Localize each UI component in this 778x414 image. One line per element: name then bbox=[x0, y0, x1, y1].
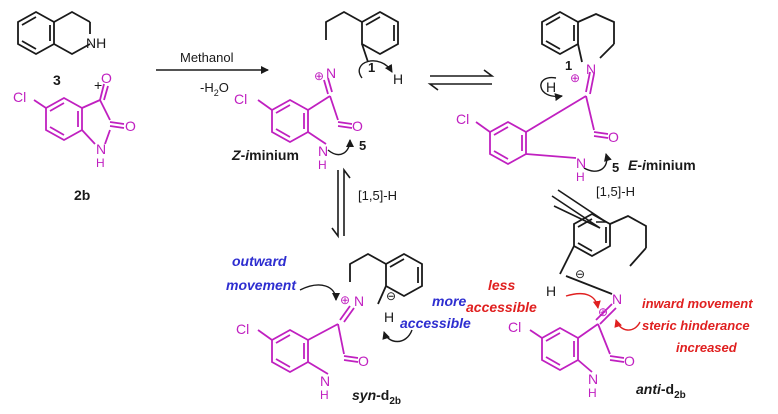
e-iminium-o: O bbox=[608, 129, 619, 145]
z-iminium-n: N bbox=[326, 65, 336, 81]
anti-nh-n: N bbox=[588, 371, 598, 387]
syn-note-outward-1: outward bbox=[232, 253, 287, 269]
z-iminium-curved-arrow-5 bbox=[327, 139, 354, 156]
z-iminium-thiq-ring bbox=[325, 10, 399, 63]
compound-3-structure bbox=[17, 10, 91, 56]
syn-n: N bbox=[354, 293, 364, 309]
z-iminium-arrow-label-1: 1 bbox=[368, 60, 375, 75]
shift-label-e: [1,5]-H bbox=[596, 184, 635, 199]
syn-nh-h: H bbox=[320, 388, 329, 402]
syn-minus: ⊖ bbox=[386, 289, 396, 303]
anti-name: anti-d2b bbox=[636, 381, 686, 401]
syn-o: O bbox=[358, 353, 369, 369]
anti-cl: Cl bbox=[508, 319, 521, 335]
anti-isatin-ring bbox=[529, 303, 625, 373]
compound-2b-h: H bbox=[96, 156, 105, 170]
z-iminium-nh-n: N bbox=[318, 143, 328, 159]
e-iminium-n: N bbox=[586, 61, 596, 77]
e-iminium-plus: ⊕ bbox=[570, 71, 580, 85]
anti-note-less-1: less bbox=[488, 277, 515, 293]
syn-name: syn-d2b bbox=[352, 387, 401, 407]
plus-sign: + bbox=[94, 77, 102, 93]
anti-note-less-2: accessible bbox=[466, 299, 537, 315]
anti-nh-h: H bbox=[588, 386, 597, 400]
equilibrium-arrows-z-e bbox=[427, 69, 495, 91]
condition-byproduct: -H2O bbox=[200, 80, 229, 98]
anti-plus: ⊕ bbox=[598, 305, 608, 319]
e-iminium-thiq-ring bbox=[541, 10, 615, 63]
e-iminium-nh-n: N bbox=[576, 155, 586, 171]
compound-2b-structure bbox=[33, 83, 125, 145]
compound-2b-n: N bbox=[96, 141, 106, 157]
e-iminium-curved-arrow-5 bbox=[583, 153, 612, 172]
compound-2b-o-top: O bbox=[101, 70, 112, 86]
compound-3-label: 3 bbox=[53, 72, 61, 88]
syn-accessible-arrow bbox=[382, 329, 413, 343]
anti-less-accessible-arrow bbox=[565, 292, 601, 309]
anti-note-inward-3: increased bbox=[676, 340, 738, 355]
syn-plus: ⊕ bbox=[340, 293, 350, 307]
z-iminium-plus: ⊕ bbox=[314, 69, 324, 83]
z-iminium-curved-arrow-1 bbox=[358, 60, 393, 79]
syn-note-more-1: more bbox=[432, 293, 466, 309]
shift-label-z: [1,5]-H bbox=[358, 188, 397, 203]
z-iminium-name: Z-iminium bbox=[231, 147, 299, 163]
syn-note-outward-2: movement bbox=[226, 277, 297, 293]
anti-h: H bbox=[546, 283, 556, 299]
e-iminium-cl: Cl bbox=[456, 111, 469, 127]
e-iminium-isatin-ring bbox=[475, 71, 609, 166]
syn-cl: Cl bbox=[236, 321, 249, 337]
z-iminium-cl: Cl bbox=[234, 91, 247, 107]
condition-solvent: Methanol bbox=[180, 50, 234, 65]
anti-n: N bbox=[612, 291, 622, 307]
anti-minus: ⊖ bbox=[575, 267, 585, 281]
syn-note-more-2: accessible bbox=[400, 315, 471, 331]
syn-h: H bbox=[384, 309, 394, 325]
e-iminium-nh-h: H bbox=[576, 170, 585, 184]
syn-thiq-ring bbox=[349, 252, 423, 305]
e-iminium-arrow-label-5: 5 bbox=[612, 160, 619, 175]
z-iminium-nh-h: H bbox=[318, 158, 327, 172]
z-iminium-arrow-label-5: 5 bbox=[359, 138, 366, 153]
anti-o: O bbox=[624, 353, 635, 369]
z-iminium-o: O bbox=[352, 118, 363, 134]
compound-2b-cl: Cl bbox=[13, 89, 26, 105]
z-iminium-isatin-ring bbox=[257, 77, 353, 145]
syn-outward-arrow bbox=[299, 284, 340, 301]
syn-nh-n: N bbox=[320, 373, 330, 389]
e-iminium-arrow-label-1: 1 bbox=[565, 58, 572, 73]
anti-inward-arrow bbox=[614, 319, 641, 331]
shift-arrow-z-to-syn bbox=[331, 167, 351, 239]
e-iminium-curved-arrow-1 bbox=[540, 76, 563, 102]
e-iminium-name: E-iminium bbox=[628, 157, 696, 173]
anti-note-inward-1: inward movement bbox=[642, 296, 753, 311]
syn-isatin-ring bbox=[257, 305, 359, 375]
e-iminium-h: H bbox=[546, 79, 556, 95]
z-iminium-h: H bbox=[393, 71, 403, 87]
compound-3-nh: NH bbox=[86, 35, 106, 51]
compound-2b-o-right: O bbox=[125, 118, 136, 134]
compound-2b-label: 2b bbox=[74, 187, 90, 203]
anti-note-inward-2: steric hinderance bbox=[642, 318, 750, 333]
anti-thiq-ring bbox=[559, 212, 647, 295]
